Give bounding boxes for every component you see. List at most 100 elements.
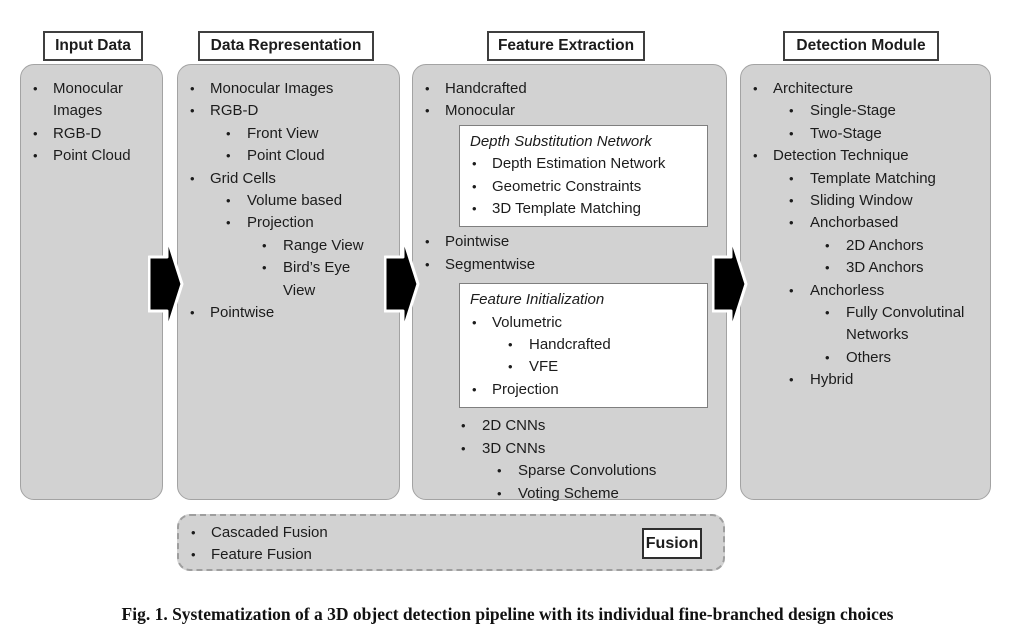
list-item: •3D CNNs (413, 438, 726, 460)
bullet-icon: • (753, 148, 758, 164)
bullet-icon: • (825, 349, 830, 365)
list-item-label: Pointwise (210, 304, 275, 322)
list-item-label: 3D Template Matching (492, 200, 641, 218)
list-item-label: Handcrafted (529, 336, 611, 354)
bullet-icon: • (33, 81, 38, 96)
fusion-label-text: Fusion (645, 534, 699, 552)
bullet-icon: • (190, 81, 195, 96)
list-item-label: Monocular (445, 102, 516, 120)
bullet-icon: • (262, 237, 267, 253)
bullet-icon: • (226, 125, 231, 141)
list-item: • Point Cloud (21, 145, 162, 167)
fusion-box: • Cascaded Fusion •Feature Fusion (177, 514, 725, 571)
list-item-label: Hybrid (810, 371, 854, 389)
list-item-label: Fully Convolutinal Networks (846, 304, 965, 344)
column-title-data-representation: Data Representation (198, 31, 374, 61)
bullet-icon: • (472, 314, 477, 330)
fusion-content: • Cascaded Fusion •Feature Fusion (179, 516, 723, 567)
list-item: • Hybrid (741, 369, 990, 391)
list-item-label: Point Cloud (53, 147, 131, 165)
list-item-label: Anchorbased (810, 214, 899, 232)
bullet-icon: • (508, 337, 513, 353)
bullet-icon: • (191, 525, 196, 540)
bullet-icon: • (461, 418, 466, 434)
list-item: •Anchorless (741, 280, 990, 302)
list-item: •Bird’s Eye View (178, 257, 399, 302)
fusion-label: Fusion (642, 528, 702, 559)
bullet-icon: • (425, 256, 430, 272)
list-item-label: 2D CNNs (482, 417, 546, 435)
list-item: • 3D Template Matching (460, 198, 707, 220)
list-item: • Anchorbased (741, 212, 990, 234)
bullet-icon: • (190, 305, 195, 321)
list-item: •Grid Cells (178, 168, 399, 190)
list-item: • Cascaded Fusion (179, 522, 723, 544)
bullet-icon: • (472, 201, 477, 217)
flow-arrow-icon (384, 235, 420, 333)
inner-box-title: Feature Initialization (470, 291, 605, 309)
flow-arrow-icon (712, 235, 748, 333)
list-item: •Front View (178, 123, 399, 145)
list-item-label: Others (846, 348, 892, 366)
column-title-label: Data Representation (210, 37, 362, 54)
column-content-detection-module: •Architecture•Single-Stage•Two-Stage•Det… (741, 65, 990, 392)
bullet-icon: • (789, 170, 794, 186)
bullet-icon: • (461, 440, 466, 456)
list-item-label: Sliding Window (810, 192, 913, 210)
flow-arrow-shape (384, 235, 420, 333)
bullet-icon: • (789, 215, 794, 231)
list-item-label: Range View (283, 236, 364, 254)
list-item: • Template Matching (741, 168, 990, 190)
list-item: • Handcrafted (460, 334, 707, 356)
list-item-label: Cascaded Fusion (211, 524, 328, 541)
inner-box: Feature Initialization • Volumetric • Handcr… (459, 283, 708, 409)
list-item: •Voting Scheme (413, 483, 726, 505)
list-item: •3D Anchors (741, 257, 990, 279)
list-item-label: Detection Technique (773, 147, 909, 165)
bullet-icon: • (425, 234, 430, 250)
inner-box-title: Depth Substitution Network (470, 132, 652, 150)
list-item: •Two-Stage (741, 123, 990, 145)
bullet-icon: • (472, 178, 477, 194)
bullet-icon: • (33, 125, 38, 141)
flow-arrow-icon (148, 235, 184, 333)
column-box-detection-module: •Architecture•Single-Stage•Two-Stage•Det… (740, 64, 991, 500)
list-item: •Sliding Window (741, 190, 990, 212)
list-item-label: Geometric Constraints (492, 177, 642, 195)
bullet-icon: • (789, 372, 794, 388)
bullet-icon: • (190, 170, 195, 186)
column-title-label: Input Data (55, 37, 131, 54)
list-item: • RGB-D (21, 123, 162, 145)
list-item-label: Bird’s Eye View (283, 259, 351, 299)
bullet-icon: • (472, 156, 477, 172)
list-item: • 2D CNNs (413, 415, 726, 437)
bullet-icon: • (789, 103, 794, 119)
list-item: • Volumetric (460, 312, 707, 334)
list-item-label: Template Matching (810, 169, 936, 187)
column-title-feature-extraction: Feature Extraction (487, 31, 645, 61)
list-item: • Range View (178, 235, 399, 257)
list-item-label: Volumetric (492, 313, 563, 331)
bullet-icon: • (825, 305, 830, 321)
list-item: •RGB-D (178, 100, 399, 122)
bullet-icon: • (825, 237, 830, 253)
list-item-label: Segmentwise (445, 255, 536, 273)
list-item: • Pointwise (178, 302, 399, 324)
list-item-label: RGB-D (210, 102, 259, 120)
list-item-label: RGB-D (53, 124, 102, 142)
bullet-icon: • (789, 282, 794, 298)
list-item-label: Handcrafted (445, 80, 527, 97)
list-item-label: Point Cloud (247, 147, 325, 165)
list-item: •Projection (178, 212, 399, 234)
list-item: •Point Cloud (178, 145, 399, 167)
list-item-label: Two-Stage (810, 124, 882, 142)
list-item-label: Single-Stage (810, 102, 896, 120)
list-item-label: Pointwise (445, 233, 510, 251)
bullet-icon: • (33, 148, 38, 164)
list-item-label: Projection (492, 380, 559, 398)
list-item: •Feature Fusion (179, 544, 723, 566)
list-item: • Detection Technique (741, 145, 990, 167)
column-title-label: Detection Module (796, 37, 926, 54)
